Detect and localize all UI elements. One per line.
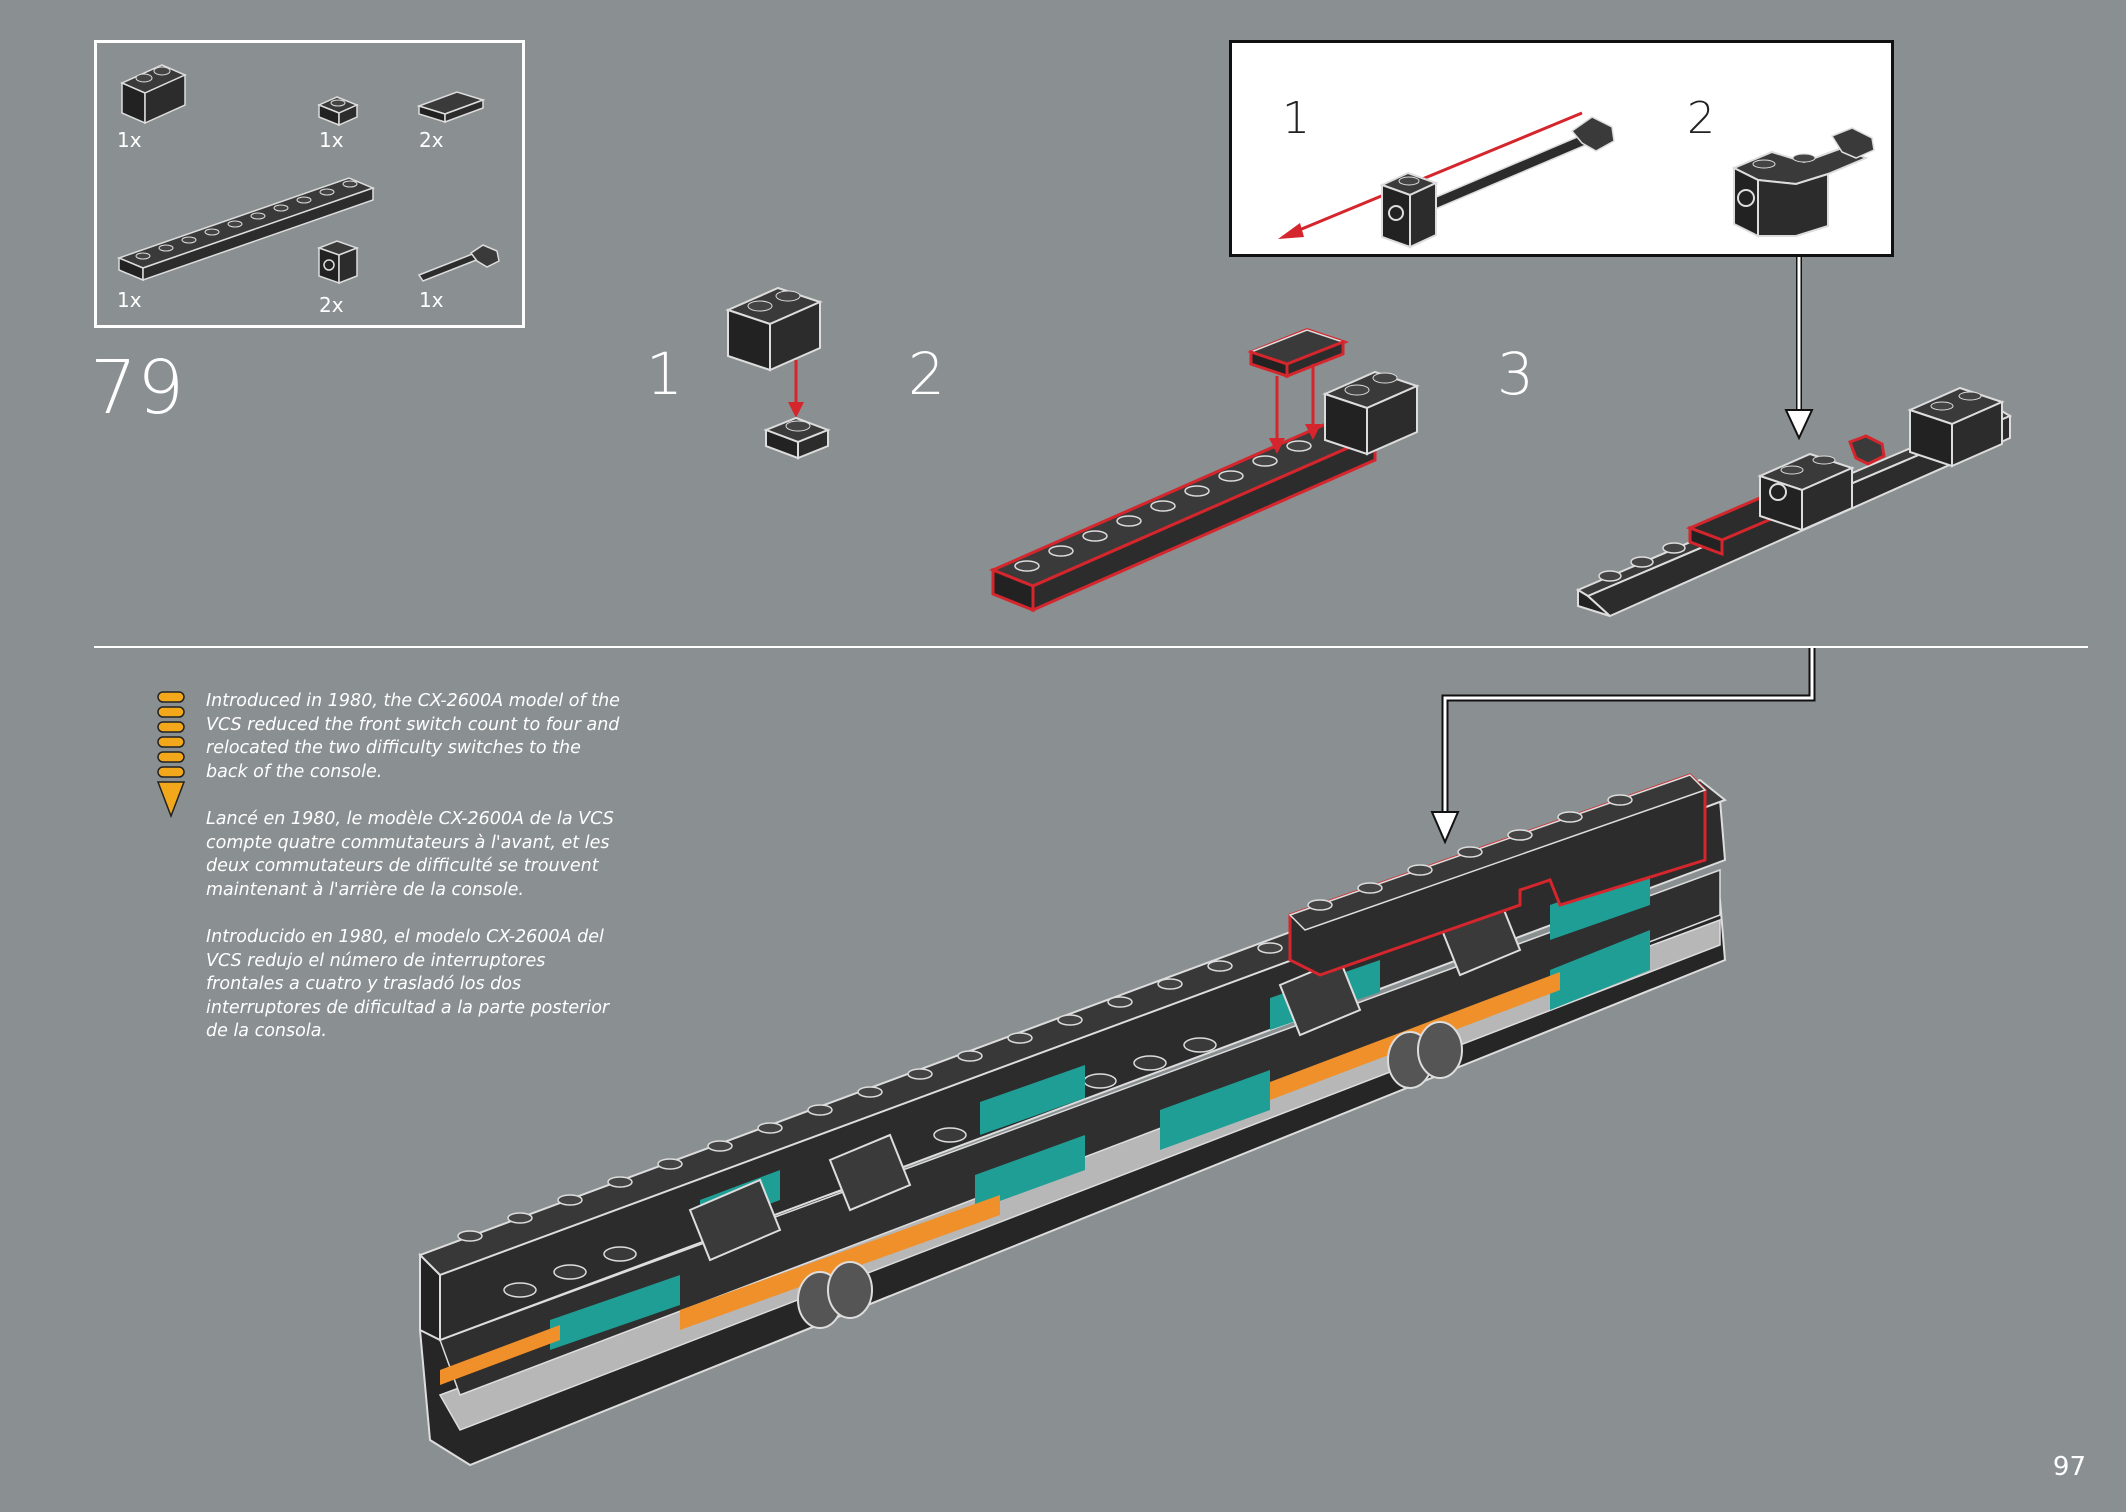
brick-1x1-with-axle-hole-icon [316,240,360,285]
info-paragraph-es: Introducido en 1980, el modelo CX-2600A … [206,927,610,1041]
sub-step-number-1: 1 [646,340,683,408]
parts-list-box: 1x 1x 2x 1x 2x [94,40,525,328]
section-divider [94,646,2088,648]
callout-step-number-1: 1 [1282,93,1310,144]
part-qty: 2x [319,293,344,317]
part-qty: 1x [117,288,142,312]
pencil-tip-icon [156,691,186,819]
info-text-block: Introduced in 1980, the CX-2600A model o… [206,690,626,1068]
brick-1x2-dark-gray-icon [120,64,187,125]
callout-step-1-illustration [1278,111,1615,249]
bar-with-hammer-head-icon [417,244,500,282]
sub-step-number-3: 3 [1497,340,1534,408]
part-qty: 2x [419,128,444,152]
info-paragraph-fr: Lancé en 1980, le modèle CX-2600A de la … [206,809,614,900]
part-qty: 1x [117,128,142,152]
sub-assembly-callout: 1 2 [1229,40,1894,257]
sub-step-1-illustration [725,286,831,460]
sub-step-number-2: 2 [908,340,945,408]
part-qty: 1x [419,288,444,312]
plate-1x1-dark-gray-icon [317,96,359,127]
plate-1x10-dark-gray-icon [116,177,376,282]
callout-step-2-illustration [1731,127,1875,238]
tile-1x2-dark-gray-icon [416,91,486,124]
sub-step-2-illustration [989,328,1420,613]
callout-step-number-2: 2 [1687,93,1715,144]
page-number: 97 [2052,1452,2086,1482]
sub-step-3-illustration [1575,386,2013,618]
part-qty: 1x [319,128,344,152]
step-number: 79 [90,345,185,431]
info-paragraph-en: Introduced in 1980, the CX-2600A model o… [206,691,620,782]
